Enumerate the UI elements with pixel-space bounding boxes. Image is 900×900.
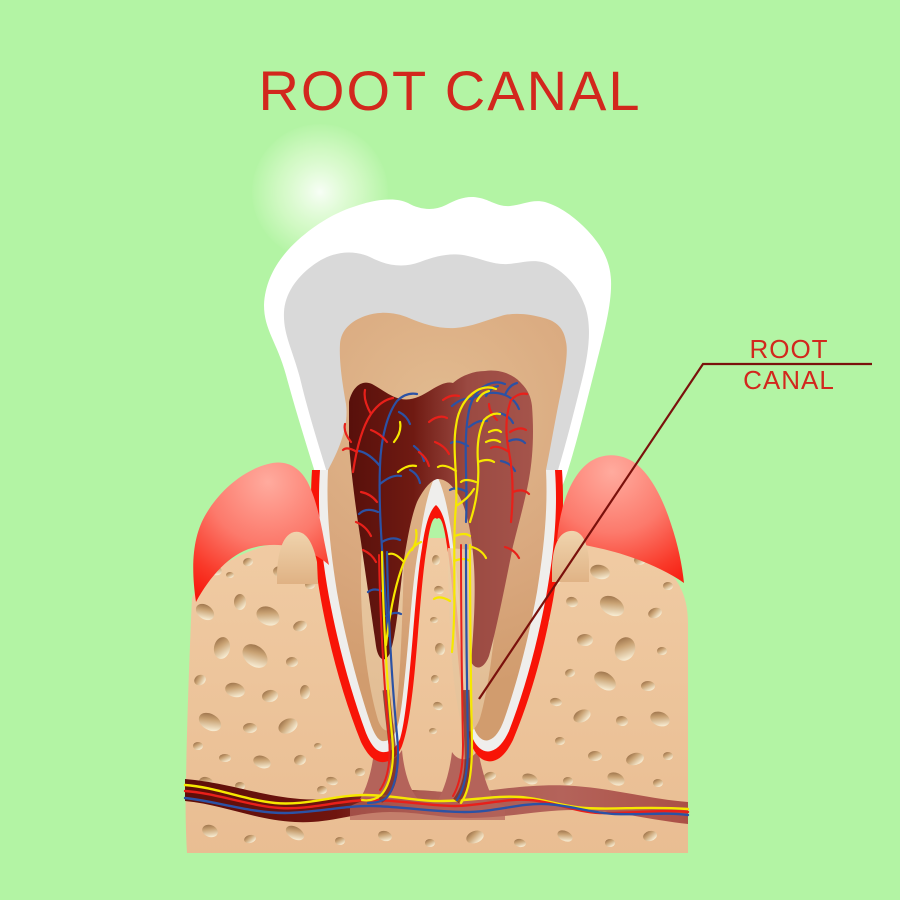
bone-pore xyxy=(256,606,280,626)
bone-pore xyxy=(195,603,215,621)
bone-pore xyxy=(588,751,602,761)
bone-pore xyxy=(641,681,655,691)
bone-pore xyxy=(607,772,625,786)
bone-pore xyxy=(565,668,575,678)
bone-pore xyxy=(378,830,392,842)
bone-pore xyxy=(563,777,573,785)
bone-pore xyxy=(605,839,615,847)
bone-pore xyxy=(262,689,278,703)
bone-pore xyxy=(286,657,298,667)
bone-pore xyxy=(234,594,246,610)
bone-pore xyxy=(590,564,610,580)
bone-pore xyxy=(314,743,322,749)
bone-pore xyxy=(293,620,307,632)
bone-pore xyxy=(355,768,365,776)
bone-pore xyxy=(219,754,231,762)
bone-pore xyxy=(663,752,673,760)
bone-pore xyxy=(225,682,245,698)
bone-pore xyxy=(193,742,203,750)
callout-pointer-line xyxy=(478,362,872,700)
bone-pore xyxy=(253,755,271,769)
bone-pore xyxy=(300,685,310,699)
bone-pore xyxy=(198,712,222,732)
bone-pore xyxy=(648,607,662,619)
bone-pore xyxy=(466,830,484,844)
bone-pore xyxy=(294,754,306,766)
bone-pore xyxy=(643,830,657,842)
bone-pore xyxy=(522,773,538,785)
bone-pore xyxy=(243,557,253,567)
bone-pore xyxy=(226,572,234,578)
page-title: ROOT CANAL xyxy=(258,59,642,122)
blood-vessel-band xyxy=(183,750,690,824)
bone-pore xyxy=(244,834,256,844)
bone-pore xyxy=(432,555,440,565)
bone-pore xyxy=(317,786,327,794)
alveolar-crest-right xyxy=(552,530,589,582)
bone-pore xyxy=(657,647,667,655)
gum-left xyxy=(193,462,329,602)
root-canal-callout-label: ROOT CANAL xyxy=(743,334,835,395)
bone-pore xyxy=(243,723,257,733)
bone-pore xyxy=(577,634,593,646)
bone-pore xyxy=(326,776,338,786)
bone-pore xyxy=(594,671,616,691)
bone-pore xyxy=(566,596,578,608)
bone-pore xyxy=(550,697,562,707)
bone-pore xyxy=(599,595,625,617)
bone-pore xyxy=(425,839,435,847)
bone-pore xyxy=(650,711,670,727)
pulp-vessels xyxy=(341,381,531,654)
bone-pore xyxy=(202,824,218,838)
bone-pore xyxy=(433,701,443,711)
bone-pore xyxy=(335,837,345,845)
bone-pore xyxy=(484,771,496,781)
bone-pore xyxy=(573,709,591,723)
bone-pore xyxy=(194,674,206,686)
bone-pore xyxy=(663,582,673,590)
bone-pore xyxy=(555,737,565,745)
bone-pore xyxy=(616,715,628,727)
root-canal-vessel-lines xyxy=(360,543,474,805)
bone-pore xyxy=(242,644,268,668)
alveolar-crest-left xyxy=(277,531,318,584)
bone-pore xyxy=(614,637,636,661)
bone-pore xyxy=(285,825,305,841)
bone-pore xyxy=(626,752,644,766)
bone-pore xyxy=(278,718,298,734)
bone-pore xyxy=(557,830,573,842)
bone-pore xyxy=(434,643,446,655)
left-apex-funnel xyxy=(360,750,418,799)
bone-pore xyxy=(434,585,444,595)
gum-right xyxy=(557,455,684,583)
bone-pore xyxy=(213,637,231,659)
bone-pore xyxy=(653,779,663,787)
gums xyxy=(193,455,684,602)
bone-pore xyxy=(514,838,526,848)
bone-pore xyxy=(431,675,439,683)
bone-pore xyxy=(430,617,438,623)
bone-pore xyxy=(429,728,437,734)
